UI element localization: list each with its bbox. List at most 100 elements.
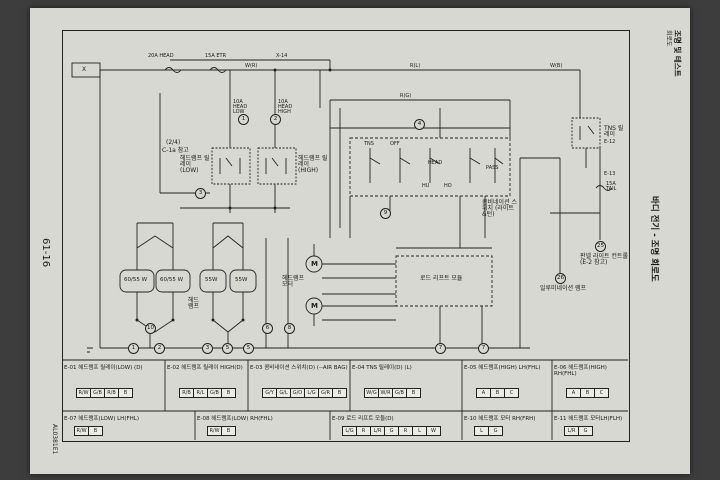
ground-node-5b: 5: [243, 343, 254, 354]
manual-page: 조명 및 테스트 회로도 바디 전기 - 조명 회로도 61-16 AL0381…: [30, 8, 690, 474]
connector-pin: G/R: [319, 389, 333, 397]
switch-num: 4: [414, 119, 425, 130]
relay-ref: C-1a 참고: [162, 147, 189, 154]
switch-head: HEAD: [428, 160, 443, 166]
diag-num-7b: 7: [478, 343, 489, 354]
diag-num-2: 2: [270, 114, 281, 125]
lamp-2: 60/55 W: [160, 277, 184, 283]
wire-w-b-label: W(B): [550, 63, 563, 69]
e12-label: E-12: [604, 139, 616, 145]
connector-caption-e-04: E-04 TNS 릴레이(D) (L): [352, 365, 412, 371]
switch-hu: HU: [422, 183, 430, 189]
switch-title: 콤비네이션 스위치 (라이트&턴): [482, 199, 518, 218]
connector-caption-e-09: E-09 로드 리프트 모듈(D): [332, 416, 394, 422]
switch-off: OFF: [390, 141, 400, 147]
connector-pin: L: [413, 427, 427, 435]
connector-pin: G: [385, 427, 399, 435]
connector-pin: R/B: [105, 389, 119, 397]
connector-pin: R/W: [75, 427, 89, 435]
ground-node-10: 10: [145, 323, 156, 334]
connector-pin: L/G: [343, 427, 357, 435]
motor-m2: M: [311, 302, 318, 310]
connector-caption-e-05: E-05 헤드램프(HIGH) LH(FHL): [464, 365, 541, 371]
connector-pin: B: [226, 428, 231, 434]
diag-num-8: 8: [284, 323, 295, 334]
connector-pin: G/Y: [263, 389, 277, 397]
connector-pin: L/G: [305, 389, 319, 397]
relay-high-fuse: 10A HEAD HIGH: [278, 99, 293, 115]
lamp-4: 55W: [235, 277, 248, 283]
switch-pass: PASS: [486, 165, 499, 171]
connector-pin: L: [475, 427, 489, 435]
connector-pin: G/L: [277, 389, 291, 397]
switch-tns: TNS: [364, 141, 374, 147]
connector-pin: B: [581, 389, 595, 397]
relay-low-fuse: 10A HEAD LOW: [233, 99, 248, 115]
diag-num-9: 9: [380, 208, 391, 219]
e13-label: E-13: [604, 171, 616, 177]
relay-tns-title: TNS 릴레이: [604, 125, 624, 138]
diag-num-6: 6: [262, 323, 273, 334]
connector-caption-e-01: E-01 헤드램프 릴레이(LOW) (D): [64, 365, 143, 371]
connector-pin: A: [477, 389, 491, 397]
ground-node-5a: 5: [222, 343, 233, 354]
connector-pin: G: [493, 428, 498, 434]
connector-pins-e-11: L/R G: [564, 426, 593, 436]
illumination-label: 일루미네이션 램프: [540, 285, 587, 292]
diag-num-3: 3: [195, 188, 206, 199]
connector-pin: B: [337, 390, 342, 396]
pin-x14-label: X-14: [276, 53, 288, 59]
diagram-frame: [62, 30, 630, 442]
connector-pin: C: [599, 390, 604, 396]
battery-x-label: X: [82, 66, 87, 73]
wire-w-r-label: W(R): [245, 63, 258, 69]
wire-r-l-label: R(L): [410, 63, 421, 69]
tail-fuse: 15A TAIL: [606, 181, 617, 192]
connector-pin: G/B: [208, 389, 222, 397]
num-25: 25: [595, 241, 606, 252]
connector-caption-e-07: E-07 헤드램프(LOW) LH(FHL): [64, 416, 139, 422]
connector-pin: R/W: [208, 427, 222, 435]
connector-pin: C: [509, 390, 514, 396]
ground-node-2: 2: [154, 343, 165, 354]
connector-pin: B: [491, 389, 505, 397]
num-26: 26: [555, 273, 566, 284]
connector-caption-e-11: E-11 헤드램프 모터LH(FLH): [554, 416, 623, 422]
ground-node-3: 3: [202, 343, 213, 354]
connector-pin: G/B: [91, 389, 105, 397]
connector-caption-e-08: E-08 헤드램프(LOW) RH(FHL): [197, 416, 273, 422]
motor-m1: M: [311, 260, 318, 268]
panel-light-label: 판넬 라이트 컨트롤 (E-2 참고): [580, 253, 628, 266]
connector-caption-e-03: E-03 콤비네이션 스위치(D) (--AIR BAG): [250, 365, 348, 371]
connector-pin: B: [123, 390, 128, 396]
connector-pin: A: [567, 389, 581, 397]
connector-pin: W/G: [365, 389, 379, 397]
connector-pin: L/R: [565, 427, 579, 435]
connector-pin: L/R: [371, 427, 385, 435]
fuse-head-label: 20A HEAD: [148, 53, 174, 59]
connector-pin: B: [93, 428, 98, 434]
relay-ref-num: (2/4): [166, 139, 181, 146]
wiring-diagram: [62, 59, 628, 440]
lamp-label: 헤드 램프: [188, 297, 200, 310]
ground-node-1: 1: [128, 343, 139, 354]
connector-pin: G: [583, 428, 588, 434]
lamp-3: 55W: [205, 277, 218, 283]
connector-pin: R/B: [180, 389, 194, 397]
lamp-1: 60/55 W: [124, 277, 148, 283]
connector-pin: R/L: [194, 389, 208, 397]
connector-caption-e-10: E-10 헤드램프 모터 RH(FRH): [464, 416, 536, 422]
module-label: 로드 리프트 모듈: [420, 275, 463, 282]
connector-pin: W/R: [379, 389, 393, 397]
connector-pin: W: [431, 428, 436, 434]
relay-low-title: 헤드램프 릴레이 (LOW): [180, 155, 210, 174]
connector-pin: G/O: [291, 389, 305, 397]
connector-caption-e-02: E-02 헤드램프 릴레이 HIGH(D): [167, 365, 243, 371]
